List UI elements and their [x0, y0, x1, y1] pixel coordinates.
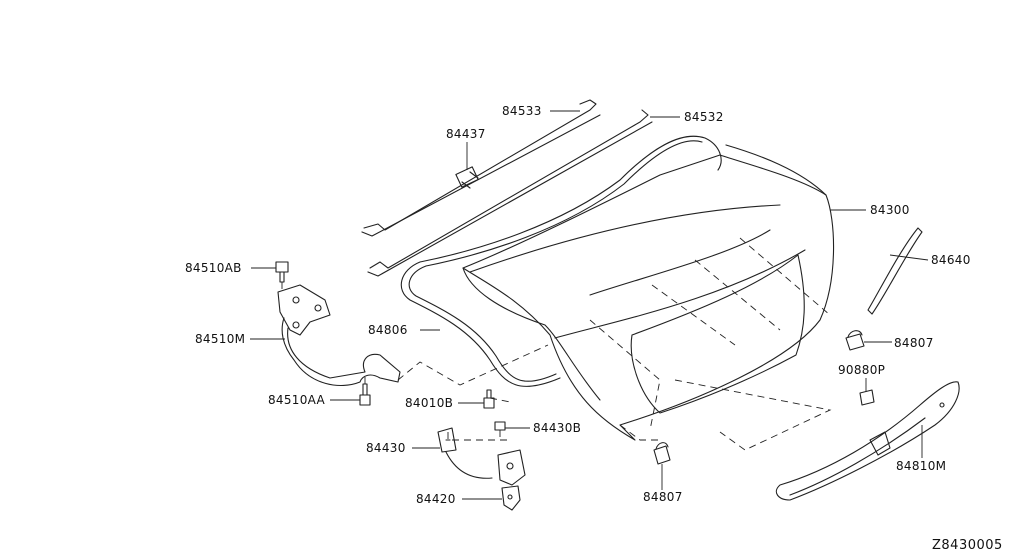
label-84420: 84420	[416, 492, 456, 506]
bumper-rubber-bottom	[653, 442, 671, 465]
label-84807-bottom: 84807	[643, 490, 683, 504]
label-84532: 84532	[684, 110, 724, 124]
label-90880P: 90880P	[838, 363, 885, 377]
trunk-finisher	[775, 381, 960, 501]
label-84010B: 84010B	[405, 396, 453, 410]
weatherstrip	[400, 135, 722, 387]
clip-90880P	[859, 389, 875, 406]
label-84510AB: 84510AB	[185, 261, 242, 275]
label-84430: 84430	[366, 441, 406, 455]
label-84806: 84806	[368, 323, 408, 337]
trunk-lock-84430	[437, 427, 526, 486]
torsion-bar-84532	[367, 109, 653, 277]
label-84640: 84640	[931, 253, 971, 267]
label-84533: 84533	[502, 104, 542, 118]
label-84807-right: 84807	[894, 336, 934, 350]
striker-84430B	[494, 421, 506, 431]
label-84437: 84437	[446, 127, 486, 141]
clip-84437	[455, 166, 479, 189]
label-84510M: 84510M	[195, 332, 245, 346]
bolt-84010B	[483, 389, 495, 409]
label-84510AA: 84510AA	[268, 393, 326, 407]
trunk-lid-panel	[462, 144, 835, 441]
hinge-bolt-84510AB	[275, 261, 289, 283]
label-84810M: 84810M	[896, 459, 946, 473]
trunk-hinge	[277, 284, 401, 387]
torsion-bar-84533	[361, 99, 601, 237]
bumper-rubber-right	[845, 330, 865, 351]
hinge-bolt-84510AA	[359, 383, 371, 406]
label-84430B: 84430B	[533, 421, 581, 435]
label-84300: 84300	[870, 203, 910, 217]
diagram-code: Z8430005	[932, 538, 1003, 553]
lock-mechanism-84420	[501, 485, 521, 511]
seal-strip-84640	[867, 227, 923, 315]
weatherstrip-inner	[408, 140, 703, 382]
